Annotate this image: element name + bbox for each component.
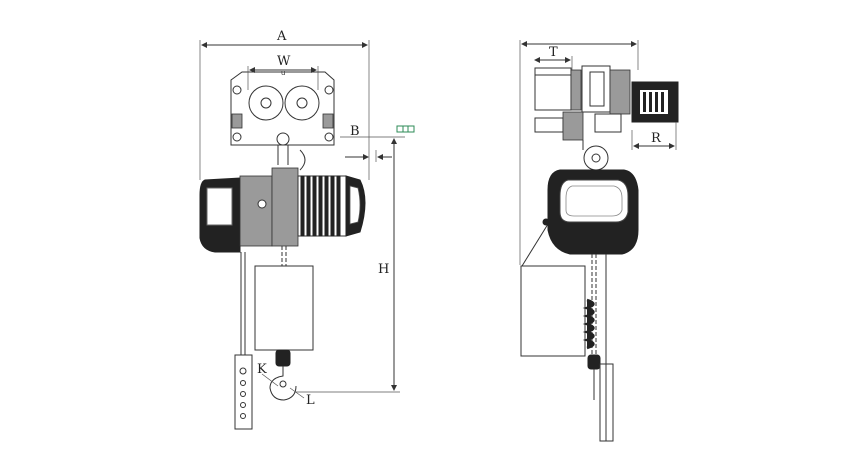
dimension-b: B	[340, 124, 415, 162]
side-view: T R	[519, 40, 679, 442]
side-chain	[582, 254, 601, 400]
side-pendant	[599, 254, 614, 442]
pendant-control	[234, 252, 253, 430]
label-l: L	[306, 393, 315, 408]
chain-bag	[254, 265, 314, 351]
dimension-t: T	[519, 40, 639, 265]
hook: K L	[257, 349, 315, 408]
side-chain-bag	[520, 265, 586, 357]
label-h: H	[378, 262, 389, 277]
motor-fins	[300, 175, 341, 237]
front-view: A W u	[199, 29, 415, 430]
dimension-a: A	[199, 29, 370, 180]
trolley-side	[534, 65, 679, 150]
label-r: R	[651, 131, 662, 146]
label-a: A	[276, 29, 287, 44]
dimension-h: H	[295, 138, 400, 393]
dimension-w: W u	[247, 54, 319, 90]
dimension-r: R	[631, 122, 677, 150]
green-marker	[396, 125, 415, 133]
label-t: T	[549, 45, 558, 60]
label-k: K	[257, 362, 267, 377]
label-b: B	[350, 124, 360, 139]
trolley-plate	[230, 71, 335, 171]
svg-text:u: u	[281, 69, 285, 77]
hoist-body	[199, 167, 366, 253]
hoist-side-body	[521, 145, 639, 267]
label-w: W	[277, 54, 291, 69]
